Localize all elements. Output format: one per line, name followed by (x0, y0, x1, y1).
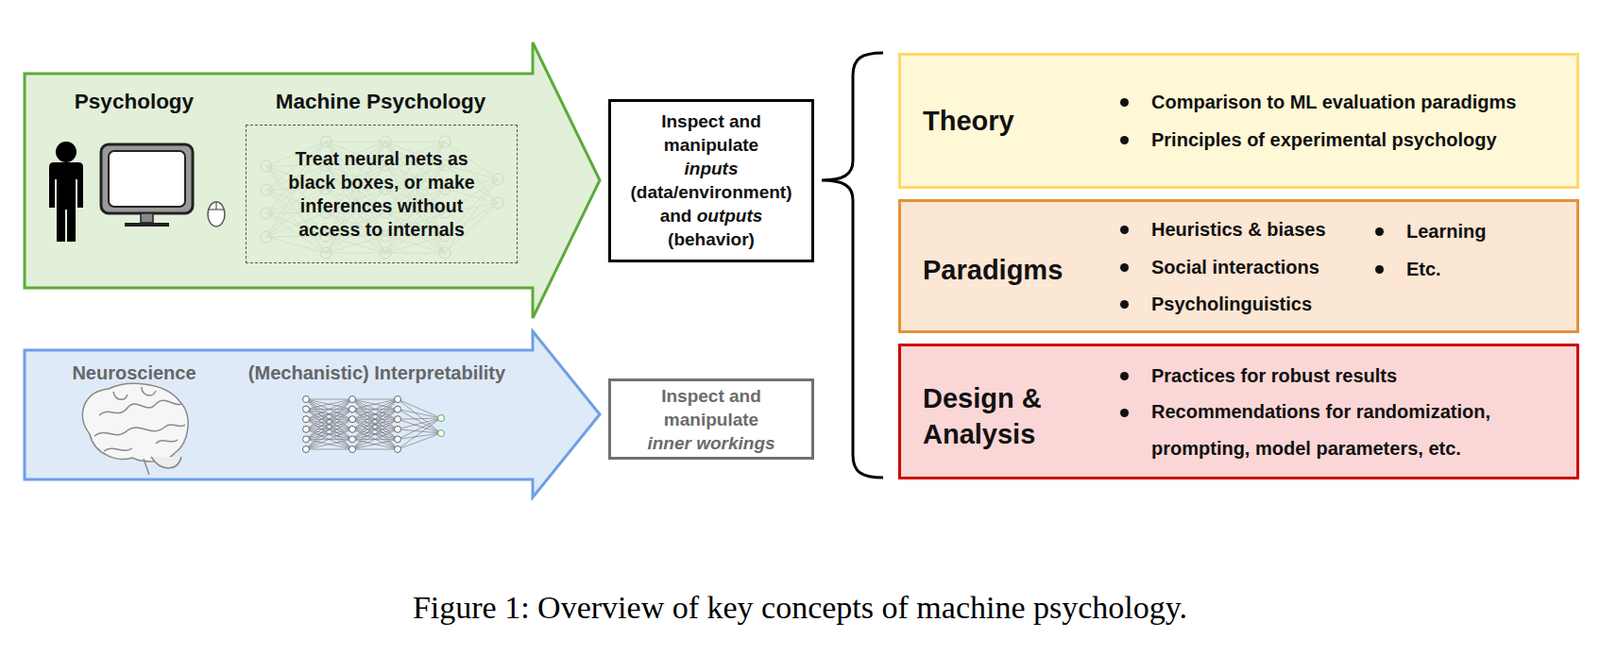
category-box: Theory Comparison to ML evaluation paradi… (898, 52, 1580, 189)
arrow-shape: Psychology Machine PsychologyTreat neural… (24, 40, 602, 321)
bullet-dot (1375, 227, 1384, 237)
bullet-text: Learning (1406, 220, 1567, 244)
node-text: Neuroscience (39, 361, 229, 386)
bullet-dot (1120, 372, 1129, 381)
figure-caption: Figure 1: Overview of key concepts of ma… (0, 590, 1600, 627)
bullet-dot (1120, 225, 1129, 235)
bullet-dot (1120, 136, 1129, 145)
bullet-dot (1120, 408, 1129, 418)
bullet-text: Practices for robust results (1151, 364, 1567, 389)
node-text: Psychology (39, 88, 229, 116)
bullet-dot (1375, 265, 1384, 274)
process-box: Inspect and manipulate inner workings (608, 378, 815, 460)
category-box: Paradigms Heuristics & biasesSocial inter… (898, 199, 1580, 334)
node-text: Inspect and manipulate inputs (data/envi… (611, 109, 812, 252)
box-title: Paradigms (922, 253, 1131, 288)
bullet-text: Recommendations for randomization, promp… (1151, 393, 1567, 468)
category-box: Design & Analysis Practices for robust re… (898, 343, 1580, 480)
bullet-dot (1120, 263, 1129, 273)
arrow-polygon (24, 42, 600, 319)
process-box: Inspect and manipulate inputs (data/envi… (608, 99, 815, 263)
arrow-outline (24, 329, 602, 500)
arrow-shape: Neuroscience(Mechanistic) Interpretabili… (24, 329, 602, 500)
dashed-box: Treat neural nets as black boxes, or mak… (245, 124, 518, 264)
node-text: (Mechanistic) Interpretability (235, 361, 519, 386)
bullet-text: Etc. (1406, 257, 1567, 282)
bullet-text: Comparison to ML evaluation paradigms (1151, 90, 1567, 115)
arrow-polygon (24, 331, 600, 498)
bullet-text: Psycholinguistics (1151, 292, 1379, 317)
node-text: Machine Psychology (262, 88, 499, 116)
bullet-dot (1120, 300, 1129, 309)
bullet-text: Social interactions (1151, 255, 1379, 280)
box-title: Theory (922, 103, 1131, 138)
bullet-text: Heuristics & biases (1151, 218, 1379, 242)
node-text: Inspect and manipulate inner workings (611, 384, 812, 456)
box-title: Design & Analysis (922, 380, 1141, 453)
node-text: Treat neural nets as black boxes, or mak… (246, 147, 517, 242)
curly-brace (821, 52, 884, 478)
bullet-dot (1120, 98, 1129, 107)
bullet-text: Principles of experimental psychology (1151, 128, 1567, 153)
